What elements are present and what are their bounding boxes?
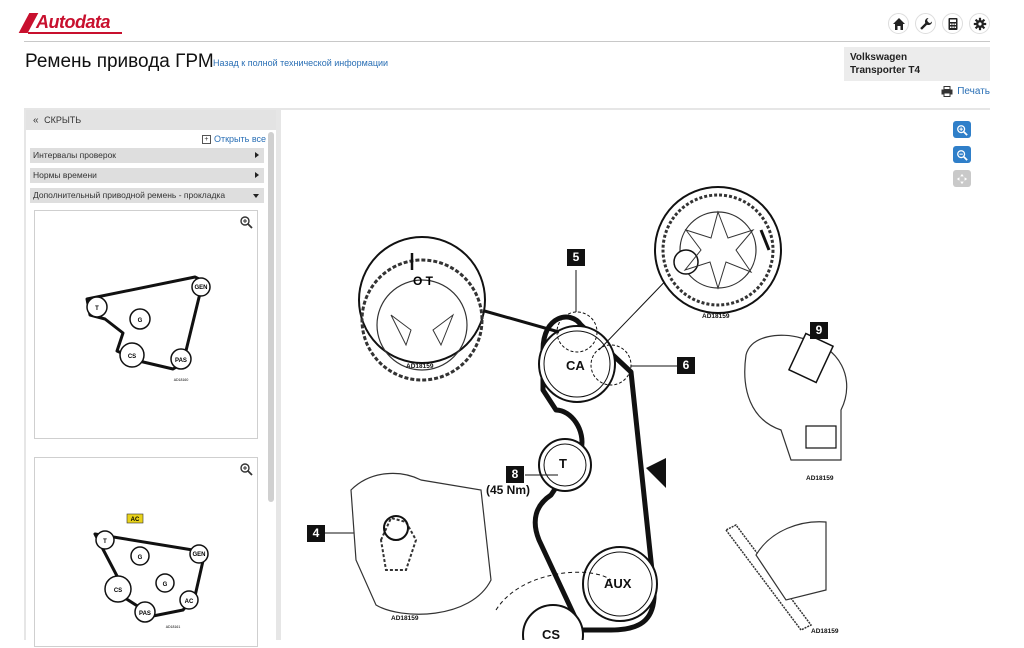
- vehicle-make: Volkswagen: [850, 52, 908, 63]
- sidebar-scrollbar[interactable]: [268, 132, 274, 502]
- home-icon[interactable]: [888, 13, 909, 34]
- print-button[interactable]: Печать: [941, 86, 990, 97]
- zoom-in-icon: [957, 124, 968, 136]
- fit-to-screen-button[interactable]: [953, 170, 971, 187]
- zoom-in-icon[interactable]: [239, 215, 253, 229]
- logo-text: Autodata: [36, 12, 111, 32]
- zoom-in-icon[interactable]: [239, 462, 253, 476]
- camshaft-pulley-label: CA: [566, 358, 585, 373]
- detail-code: AD18159: [811, 628, 839, 635]
- callout-9: 9: [810, 322, 828, 339]
- belt-routing-diagram-1: T G GEN CS PAS AD18160: [85, 275, 211, 382]
- timing-belt-diagram: O T: [325, 186, 848, 640]
- sidebar-item-inspection-intervals[interactable]: Интервалы проверок: [30, 148, 264, 163]
- tensioner-pulley-label: T: [559, 456, 567, 471]
- sidebar-hide-toggle[interactable]: « СКРЫТЬ: [26, 110, 276, 130]
- belt-diagram-thumbnail-1[interactable]: T G GEN CS PAS AD18160: [34, 210, 258, 439]
- belt-diagram-thumbnail-2[interactable]: AC T G GEN CS G AC PAS AD18161: [34, 457, 258, 647]
- detail-code: AD18159: [391, 615, 419, 622]
- vehicle-info: Volkswagen Transporter T4: [844, 47, 990, 81]
- svg-text:O T: O T: [413, 274, 434, 288]
- expand-icon: +: [201, 134, 211, 144]
- crankshaft-pulley-label: CS: [542, 627, 561, 642]
- pulley-label: CS: [128, 354, 136, 360]
- callout-8: 8: [506, 466, 524, 483]
- callout-5: 5: [567, 249, 585, 266]
- header-divider: [24, 41, 990, 42]
- callout-4: 4: [307, 525, 325, 542]
- caret-right-icon: [255, 152, 259, 158]
- vehicle-model: Transporter T4: [850, 65, 921, 76]
- ac-badge: AC: [131, 517, 140, 523]
- hide-label: СКРЫТЬ: [44, 115, 82, 125]
- sidebar-item-label: Дополнительный приводной ремень - прокла…: [33, 190, 226, 200]
- pulley-label: G: [163, 582, 168, 588]
- pulley-label: PAS: [175, 358, 187, 364]
- callout-6: 6: [677, 357, 695, 374]
- pulley-label: AC: [185, 599, 194, 605]
- calculator-icon[interactable]: [942, 13, 963, 34]
- print-label: Печать: [957, 86, 990, 97]
- open-all-button[interactable]: + Открыть все: [201, 134, 266, 144]
- pulley-label: G: [138, 318, 143, 324]
- belt-routing-diagram-2: AC T G GEN CS G AC PAS AD18161: [93, 513, 209, 629]
- diagram-code: AD18160: [174, 378, 189, 382]
- pulley-label: T: [95, 306, 99, 312]
- fit-icon: [956, 173, 968, 184]
- detail-code: AD18159: [806, 475, 834, 482]
- sidebar-item-time-norms[interactable]: Нормы времени: [30, 168, 264, 183]
- zoom-out-icon: [957, 149, 968, 161]
- gear-icon[interactable]: [969, 13, 990, 34]
- diagram-viewer[interactable]: O T CA T AUX CS 5 6 9 8 4 (45 Nm) AD1815…: [281, 110, 990, 642]
- sidebar: « СКРЫТЬ + Открыть все Интервалы проверо…: [26, 110, 276, 647]
- pulley-label: GEN: [194, 285, 207, 291]
- logo-underline: [28, 32, 122, 34]
- top-icons: [888, 13, 990, 34]
- diagram-code: AD18161: [166, 625, 181, 629]
- auxiliary-pulley-label: AUX: [604, 576, 632, 591]
- open-all-label: Открыть все: [213, 134, 266, 144]
- pulley-label: CS: [114, 588, 122, 594]
- top-bar: Autodata: [0, 0, 1024, 42]
- printer-icon: [941, 86, 953, 97]
- pulley-label: PAS: [139, 611, 151, 617]
- torque-value: (45 Nm): [486, 483, 531, 497]
- page-title: Ремень привода ГРМ: [25, 51, 214, 72]
- sidebar-item-aux-belt-routing[interactable]: Дополнительный приводной ремень - прокла…: [30, 188, 264, 203]
- sidebar-item-label: Нормы времени: [33, 170, 97, 180]
- back-to-technical-info-link[interactable]: Назад к полной технической информации: [213, 58, 389, 68]
- caret-right-icon: [255, 172, 259, 178]
- detail-code: AD18159: [406, 363, 434, 370]
- pulley-label: G: [138, 555, 143, 561]
- pulley-label: T: [103, 539, 107, 545]
- autodata-logo[interactable]: Autodata: [18, 10, 134, 34]
- double-chevron-left-icon: «: [33, 115, 39, 126]
- caret-down-icon: [253, 194, 259, 198]
- sidebar-item-label: Интервалы проверок: [33, 150, 117, 160]
- zoom-out-button[interactable]: [953, 146, 971, 163]
- zoom-in-button[interactable]: [953, 121, 971, 138]
- pulley-label: GEN: [192, 552, 205, 558]
- wrench-icon[interactable]: [915, 13, 936, 34]
- detail-code: AD18159: [702, 313, 730, 320]
